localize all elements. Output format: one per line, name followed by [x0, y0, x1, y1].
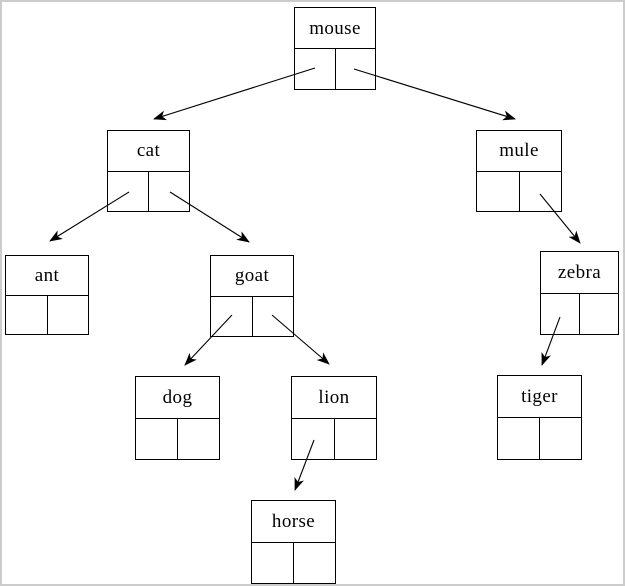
node-right-pointer-cell: [251, 296, 294, 336]
tree-node-dog: dog: [135, 376, 220, 460]
node-right-pointer-cell: [148, 171, 189, 211]
node-label: lion: [292, 377, 376, 419]
tree-node-horse: horse: [251, 500, 336, 584]
node-label: dog: [136, 377, 219, 419]
node-right-pointer-cell: [293, 542, 335, 583]
node-pointer-cells: [498, 418, 581, 459]
tree-node-zebra: zebra: [540, 251, 619, 335]
node-label: cat: [108, 131, 189, 172]
tree-node-goat: goat: [210, 255, 294, 337]
node-pointer-cells: [108, 171, 189, 212]
node-pointer-cells: [6, 295, 89, 335]
tree-node-cat: cat: [107, 130, 190, 212]
node-right-pointer-cell: [579, 293, 618, 334]
tree-node-tiger: tiger: [497, 375, 582, 460]
node-label: horse: [252, 501, 335, 543]
node-left-pointer-cell: [108, 172, 148, 212]
node-left-pointer-cell: [541, 294, 579, 335]
node-pointer-cells: [541, 293, 618, 335]
node-right-pointer-cell: [334, 49, 376, 89]
node-right-pointer-cell: [333, 418, 377, 459]
node-left-pointer-cell: [136, 419, 177, 460]
node-right-pointer-cell: [46, 295, 89, 334]
node-right-pointer-cell: [177, 418, 219, 459]
node-left-pointer-cell: [477, 172, 519, 212]
node-pointer-cells: [295, 49, 375, 89]
node-right-pointer-cell: [539, 418, 581, 459]
node-label: mule: [477, 131, 561, 172]
node-pointer-cells: [136, 418, 219, 460]
node-left-pointer-cell: [252, 543, 293, 584]
tree-node-lion: lion: [291, 376, 377, 460]
node-label: mouse: [295, 8, 375, 49]
node-right-pointer-cell: [518, 171, 562, 211]
node-left-pointer-cell: [295, 49, 335, 89]
node-pointer-cells: [292, 418, 377, 460]
node-label: zebra: [541, 252, 618, 294]
tree-node-ant: ant: [5, 255, 89, 335]
node-label: goat: [211, 256, 293, 297]
node-pointer-cells: [211, 296, 294, 337]
node-left-pointer-cell: [211, 297, 252, 337]
node-left-pointer-cell: [292, 419, 334, 460]
node-label: tiger: [498, 376, 581, 418]
node-label: ant: [6, 256, 88, 296]
node-left-pointer-cell: [498, 418, 539, 459]
node-left-pointer-cell: [6, 296, 47, 335]
tree-node-mouse: mouse: [294, 7, 376, 90]
node-pointer-cells: [477, 171, 562, 212]
tree-node-mule: mule: [476, 130, 562, 212]
node-pointer-cells: [252, 542, 335, 584]
